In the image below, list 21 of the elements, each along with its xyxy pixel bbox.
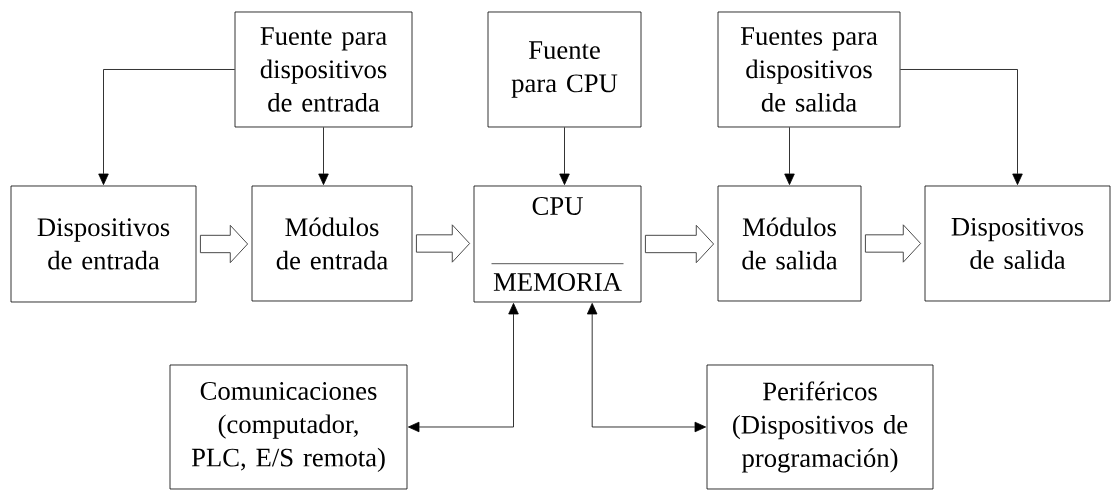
block-arrow bbox=[415, 224, 471, 263]
process-box: Fuente para dispositivos de entrada bbox=[234, 11, 413, 128]
block-arrow bbox=[864, 224, 922, 263]
arrow bbox=[408, 303, 519, 433]
arrow bbox=[586, 303, 707, 433]
process-box: Fuente para CPU bbox=[487, 11, 642, 128]
arrow bbox=[98, 69, 235, 185]
process-box: Dispositivos de entrada bbox=[10, 185, 197, 303]
process-box: Periféricos (Dispositivos de programación) bbox=[706, 364, 934, 490]
process-box: Dispositivos de salida bbox=[924, 185, 1111, 302]
arrow bbox=[318, 127, 329, 185]
process-box: Módulos de salida bbox=[717, 185, 862, 302]
process-box: Comunicaciones (computador, PLC, E/S remota) bbox=[169, 364, 408, 490]
process-box: Fuentes para dispositivos de salida bbox=[717, 11, 901, 128]
block-arrow bbox=[199, 224, 249, 264]
arrow bbox=[900, 69, 1023, 185]
process-box: CPU MEMORIA bbox=[473, 185, 642, 303]
arrow bbox=[784, 127, 795, 185]
process-box: Módulos de entrada bbox=[251, 185, 413, 302]
arrow bbox=[559, 127, 570, 185]
block-arrow bbox=[644, 224, 715, 264]
